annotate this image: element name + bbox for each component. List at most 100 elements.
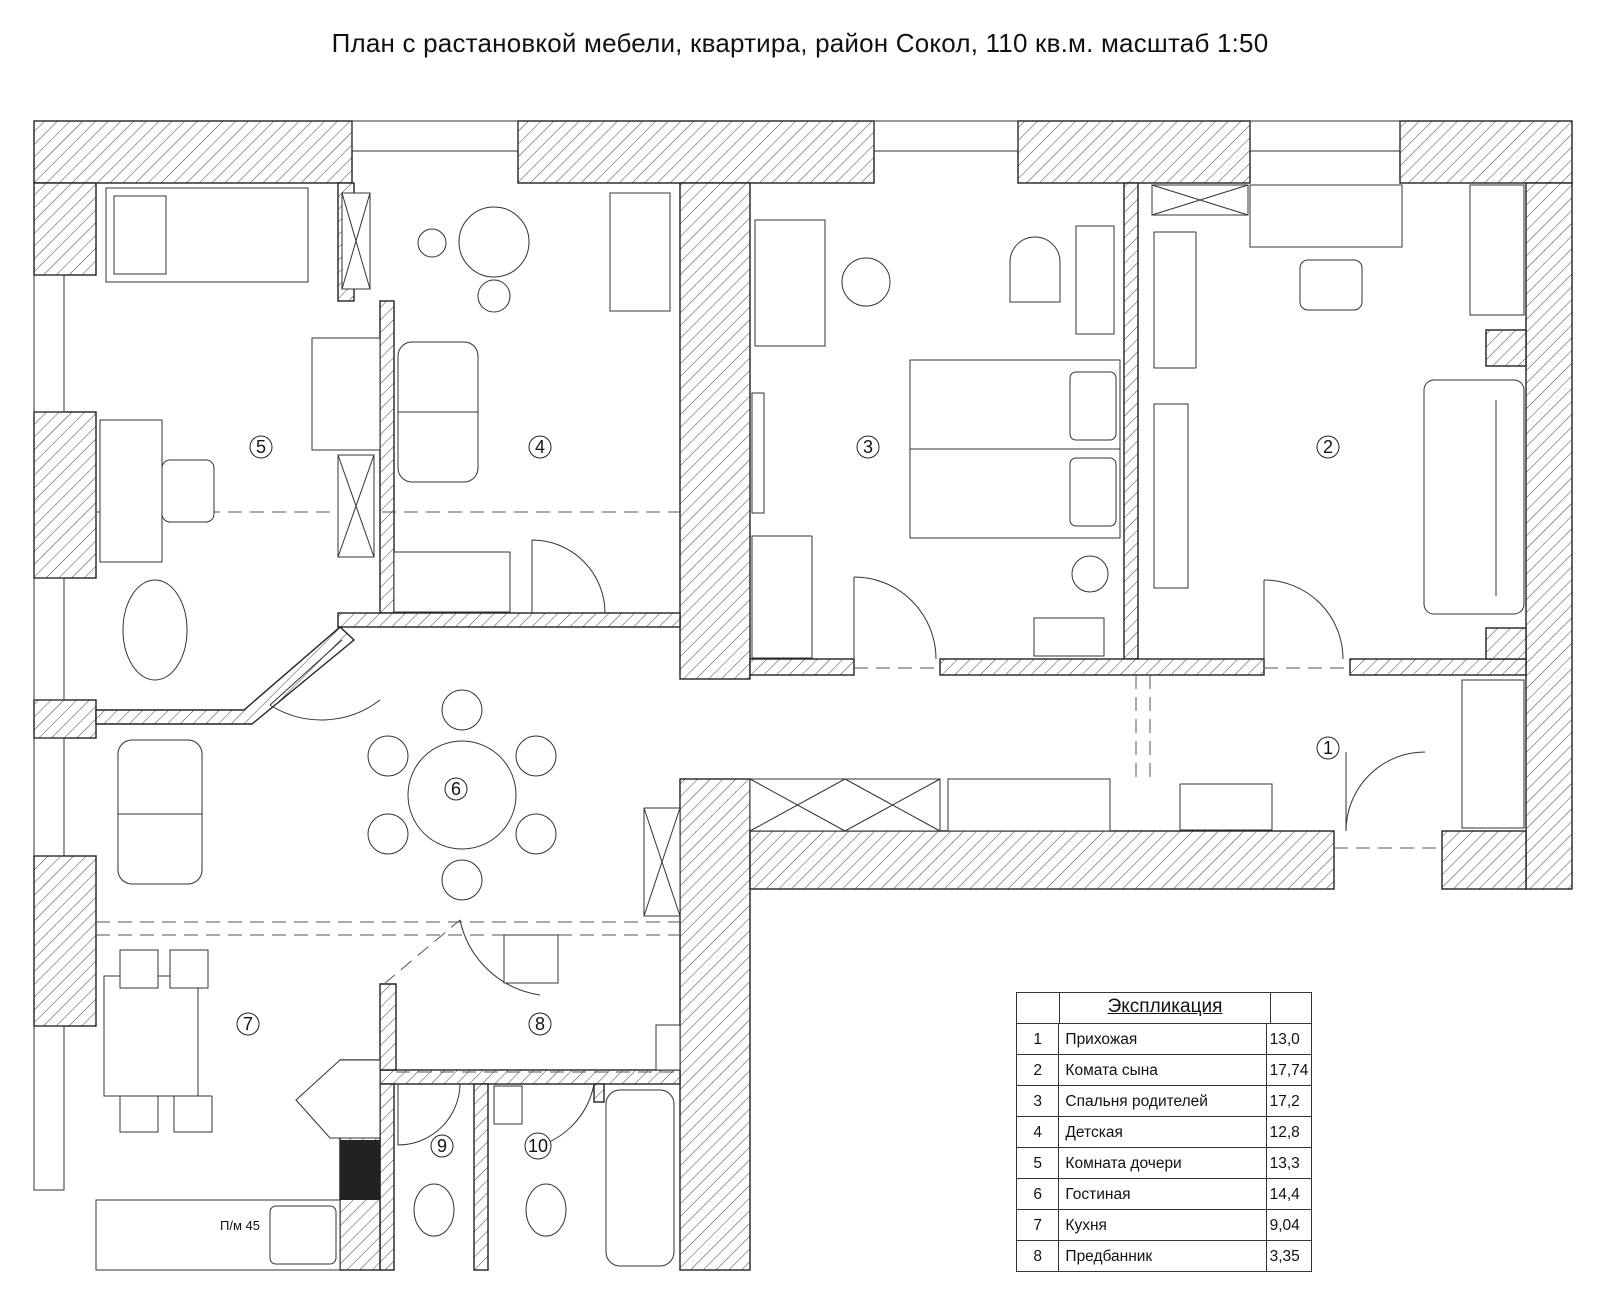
explication-title: Экспликация <box>1060 993 1271 1023</box>
window-left-4 <box>33 1025 65 1191</box>
wall-bedroom-bottom-2 <box>939 658 1265 676</box>
chair-6-lt <box>367 735 409 777</box>
door-swing-5 <box>269 639 381 721</box>
room-number-3: 3 <box>863 437 873 457</box>
walls <box>33 120 1573 1271</box>
desk-room-2 <box>1249 184 1403 248</box>
wardrobe-hall-2 <box>947 778 1111 832</box>
window-left-2 <box>33 577 65 701</box>
room-number-2: 2 <box>1323 437 1333 457</box>
table-room-7 <box>103 975 199 1097</box>
wardrobe-hall <box>1461 679 1525 829</box>
sofa-room-6 <box>117 739 203 885</box>
chair-6-rt <box>515 735 557 777</box>
boiler-room-8 <box>655 1024 681 1071</box>
note-label: П/м 45 <box>220 1218 260 1233</box>
shelf-room-2 <box>1153 231 1197 369</box>
wall-partition-3-2 <box>1123 182 1139 660</box>
bathtub <box>605 1089 675 1267</box>
wall-left-2 <box>33 411 97 579</box>
door-opening-8 <box>383 919 461 985</box>
room-number-10: 10 <box>528 1136 548 1156</box>
door-swing-1 <box>1345 751 1426 832</box>
pillow-room-3-a <box>1069 371 1117 441</box>
wall-top-2 <box>517 120 875 184</box>
pillow-room-3-b <box>1069 457 1117 527</box>
room-numbers: 1 2 3 4 5 6 7 8 9 10 П/м 45 <box>220 435 1340 1233</box>
wall-right <box>1525 182 1573 890</box>
stool-room-4-a <box>417 228 447 258</box>
furniture <box>95 184 1525 1271</box>
wall-bedroom-bottom-3 <box>1349 658 1527 676</box>
wall-top-4 <box>1399 120 1573 184</box>
room-number-6: 6 <box>451 779 461 799</box>
toilet-room-10 <box>525 1183 567 1237</box>
wall-hall-bottom-right <box>1441 830 1527 890</box>
door-openings <box>96 511 1442 1073</box>
radiator-room-3 <box>1033 617 1105 657</box>
wall-bath-stub <box>593 1083 605 1103</box>
shaft-room-7 <box>340 1140 380 1200</box>
sink-room-10 <box>493 1085 523 1125</box>
door-swing-3 <box>853 576 937 660</box>
pillow-room-5 <box>113 195 167 275</box>
room-number-9: 9 <box>437 1136 447 1156</box>
wall-top-3 <box>1017 120 1251 184</box>
chair-6-rb <box>515 813 557 855</box>
doors <box>269 539 1426 1149</box>
rug-room-5 <box>122 579 188 681</box>
wall-top-1 <box>33 120 353 184</box>
room-number-8: 8 <box>535 1014 545 1034</box>
wardrobe-room-3 <box>751 535 813 659</box>
shelf-room-3b <box>1075 225 1115 335</box>
window-top-1 <box>351 120 519 152</box>
table-room-4 <box>458 206 530 278</box>
wall-bath-left <box>379 1083 395 1271</box>
wall-left-3 <box>33 699 97 739</box>
dresser-room-5 <box>311 337 381 451</box>
shelf-room-4 <box>609 192 671 312</box>
tv-room-3 <box>751 392 765 514</box>
room-number-4: 4 <box>535 437 545 457</box>
wall-bearing-lower <box>679 778 751 1271</box>
wardrobe-room-2 <box>1469 184 1525 316</box>
chair-7-a <box>119 949 159 989</box>
chair-6-bottom <box>441 859 483 901</box>
round-chair-room-3 <box>841 257 891 307</box>
nightstand-room-3 <box>1071 555 1109 593</box>
wall-niche-2 <box>1485 329 1527 367</box>
chair-room-2 <box>1299 259 1363 311</box>
shelf-room-3 <box>754 219 826 347</box>
chair-6-top <box>441 689 483 731</box>
stove-room-7 <box>295 1059 381 1139</box>
plan-title: План с растановкой мебели, квартира, рай… <box>331 28 1269 58</box>
wall-hall-bottom <box>749 830 1335 890</box>
room-number-1: 1 <box>1323 738 1333 758</box>
wall-corridor-left <box>379 983 397 1071</box>
desk-room-5 <box>99 419 163 563</box>
wall-partition-4-bottom <box>337 612 681 628</box>
chair-6-lb <box>367 813 409 855</box>
window-left-3 <box>33 737 65 857</box>
chair-room-5 <box>161 459 215 523</box>
window-top-2 <box>873 120 1019 152</box>
chair-7-b <box>169 949 209 989</box>
cabinet-hall-1 <box>749 778 941 832</box>
wall-niche-2b <box>1485 627 1527 660</box>
door-swing-2 <box>1263 579 1344 660</box>
window-top-3 <box>1249 120 1401 152</box>
chair-7-d <box>173 1095 213 1133</box>
door-swing-4 <box>531 539 606 614</box>
door-swing-9 <box>397 1083 461 1146</box>
tv-stand-room-2 <box>1153 403 1189 589</box>
wall-left-1 <box>33 182 97 276</box>
door-swing-8 <box>459 919 541 996</box>
window-left-1 <box>33 274 65 413</box>
